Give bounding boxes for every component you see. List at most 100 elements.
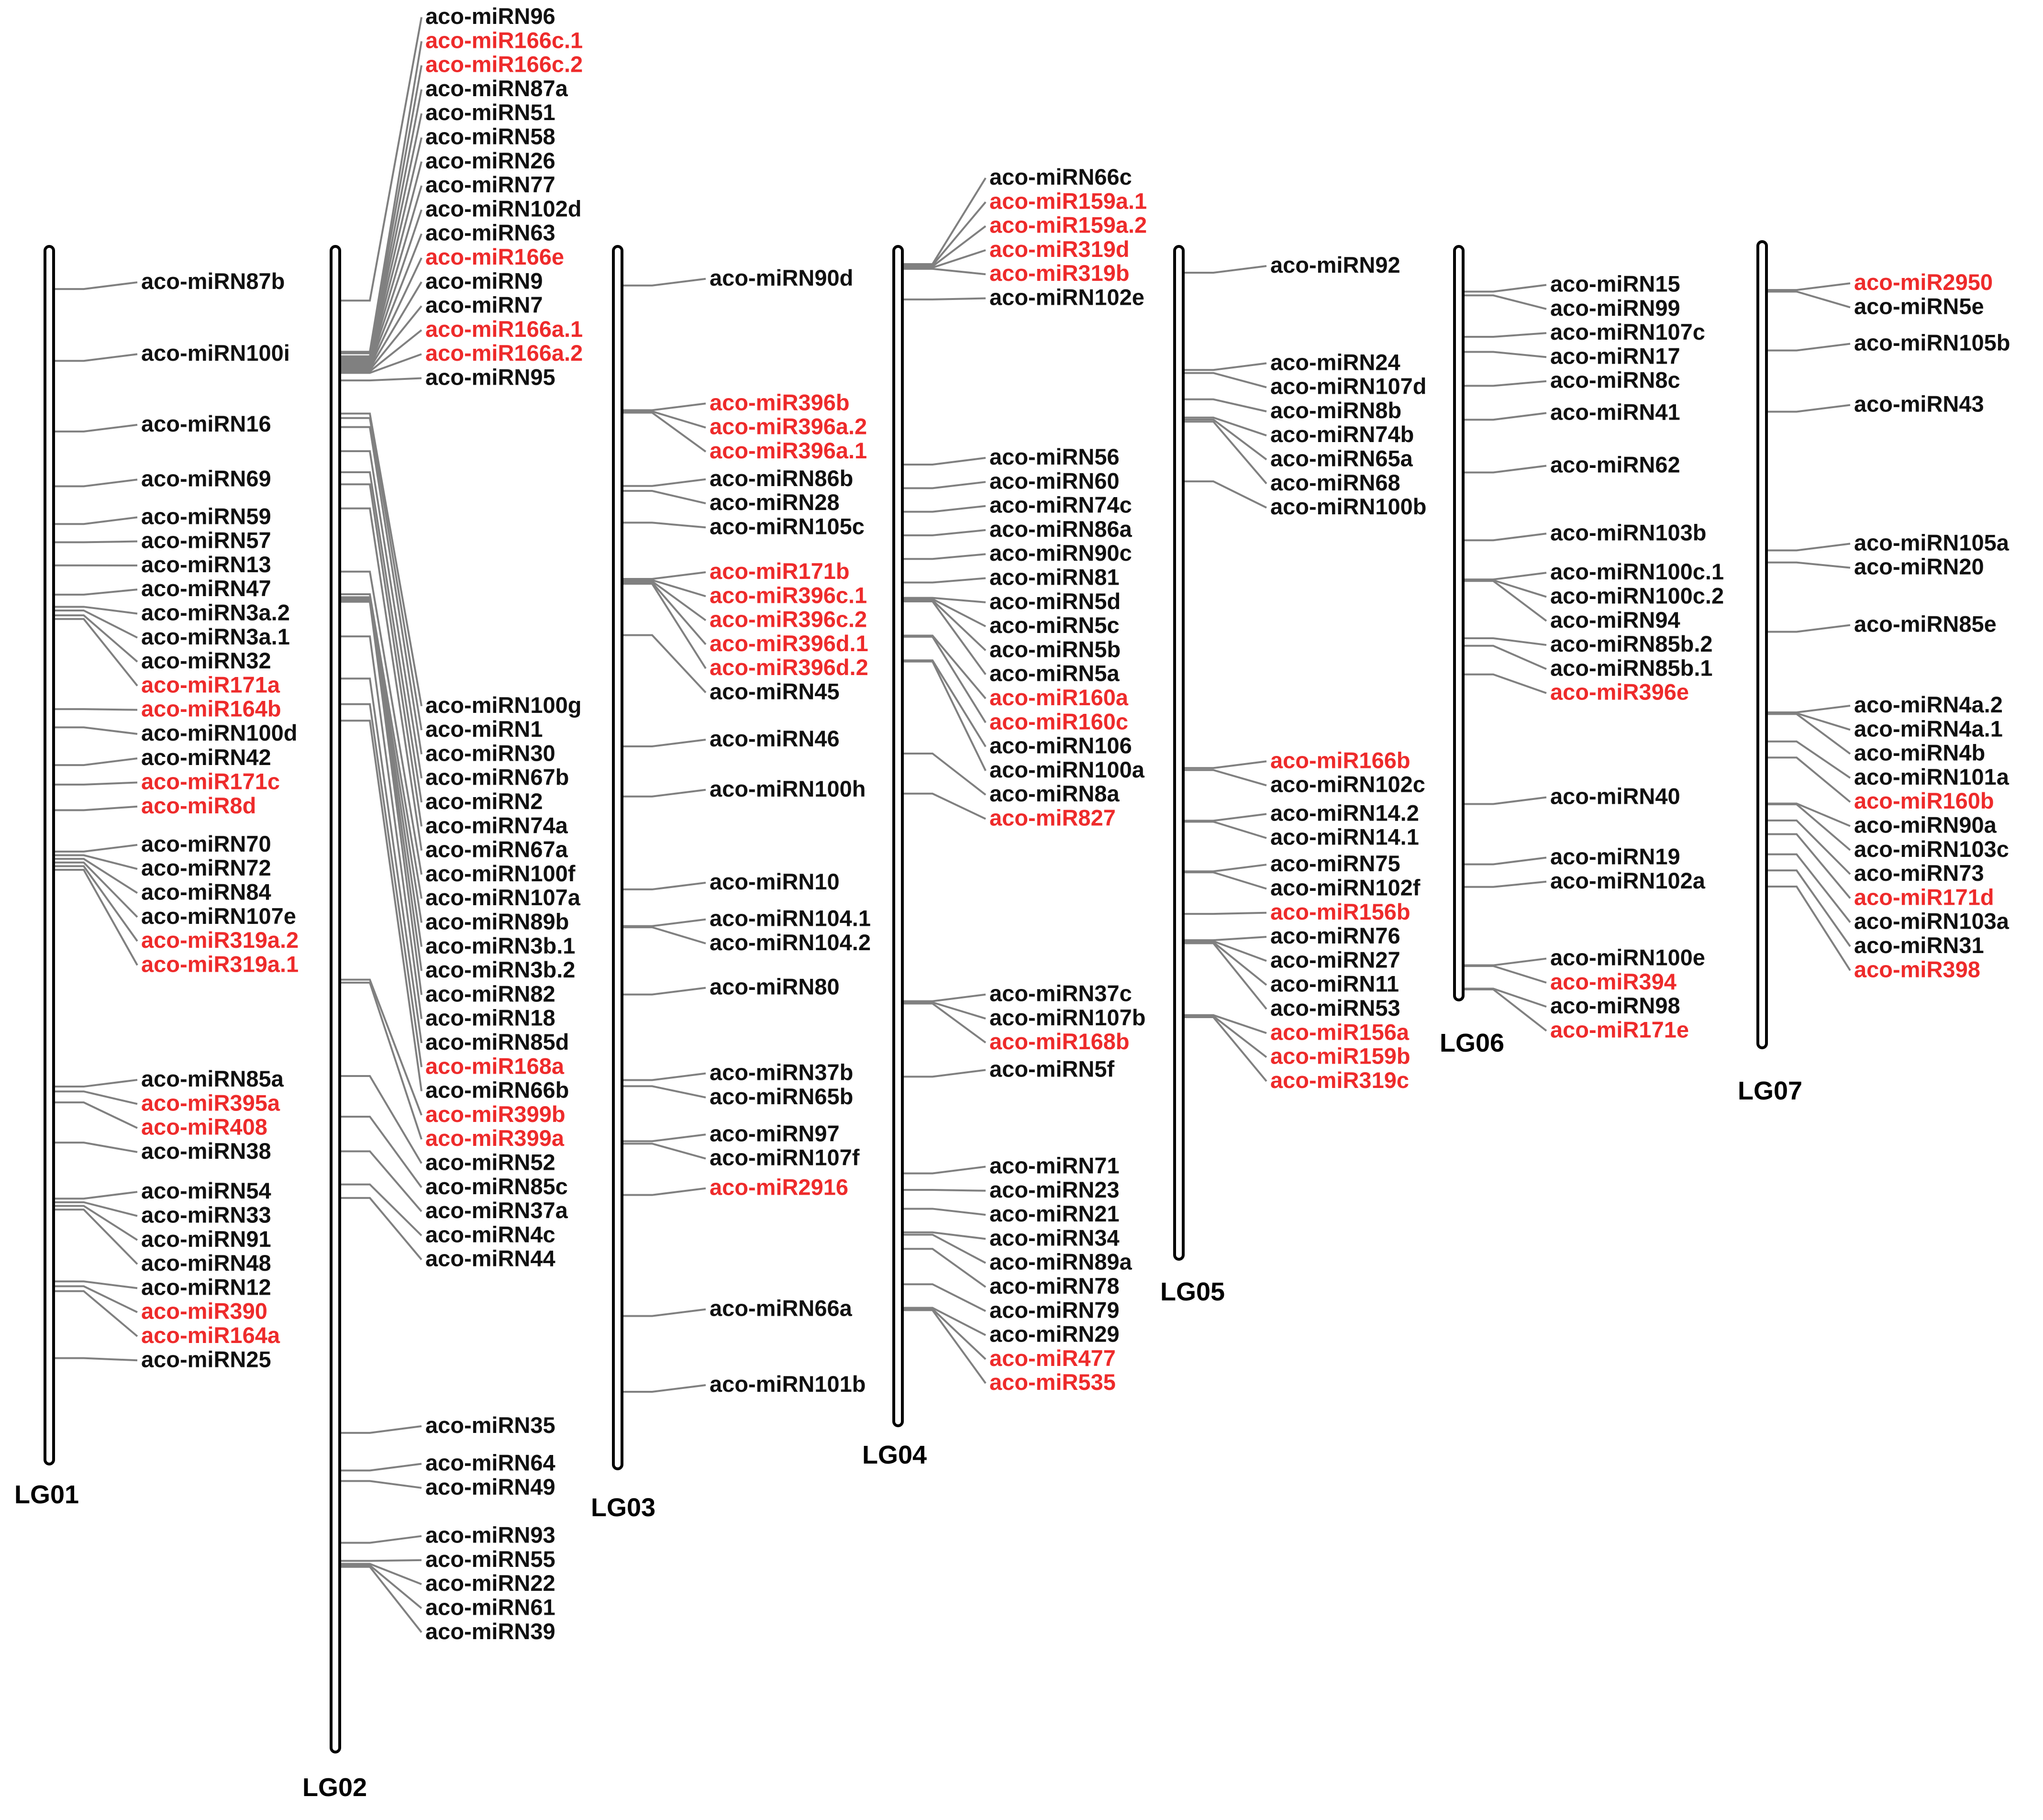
novel-mirna-label: aco-miRN21: [989, 1201, 1120, 1226]
marker-connector: [1465, 988, 1547, 1032]
known-mirna-label: aco-miR160b: [1854, 788, 1994, 813]
marker-connector: [341, 703, 422, 1067]
marker-connector: [1465, 332, 1547, 338]
marker-connector: [623, 277, 706, 287]
novel-mirna-label: aco-miRN100c.1: [1550, 559, 1724, 584]
known-mirna-label: aco-miR477: [989, 1345, 1116, 1371]
known-mirna-label: aco-miR319a.2: [141, 927, 299, 953]
marker-connector: [623, 1187, 706, 1196]
novel-mirna-label: aco-miRN54: [141, 1178, 271, 1203]
chromosome-label: LG07: [1738, 1076, 1802, 1105]
novel-mirna-label: aco-miRN101b: [710, 1371, 866, 1397]
novel-mirna-label: aco-miRN107d: [1270, 374, 1427, 399]
novel-mirna-label: aco-miRN75: [1270, 851, 1400, 876]
marker-connector: [341, 720, 422, 1091]
novel-mirna-label: aco-miRN57: [141, 528, 271, 553]
marker-connector: [1465, 673, 1547, 694]
marker-connector: [623, 918, 706, 927]
known-mirna-label: aco-miR156b: [1270, 899, 1410, 924]
novel-mirna-label: aco-miRN69: [141, 466, 271, 491]
known-mirna-label: aco-miR171a: [141, 672, 280, 697]
novel-mirna-label: aco-miRN14.1: [1270, 824, 1419, 850]
chromosome-label: LG02: [302, 1773, 367, 1802]
marker-connector: [1465, 880, 1547, 888]
novel-mirna-label: aco-miRN5a: [989, 661, 1120, 686]
novel-mirna-label: aco-miRN99: [1550, 295, 1680, 321]
marker-connector: [904, 635, 987, 723]
novel-mirna-label: aco-miRN107c: [1550, 319, 1705, 344]
novel-mirna-label: aco-miRN85d: [425, 1029, 569, 1054]
marker-connector: [1185, 419, 1267, 461]
novel-mirna-label: aco-miRN64: [425, 1450, 555, 1476]
marker-connector: [55, 1191, 138, 1200]
marker-connector: [623, 579, 706, 598]
marker-connector: [904, 634, 987, 699]
marker-connector: [341, 1115, 422, 1188]
novel-mirna-label: aco-miRN60: [989, 468, 1120, 493]
marker-connector: [1185, 940, 1267, 962]
novel-mirna-label: aco-miRN93: [425, 1522, 555, 1548]
chromosome-bar: [1173, 245, 1185, 1261]
novel-mirna-label: aco-miRN95: [425, 365, 555, 390]
novel-mirna-label: aco-miRN78: [989, 1273, 1120, 1298]
novel-mirna-label: aco-miRN15: [1550, 271, 1680, 297]
novel-mirna-label: aco-miRN100a: [989, 757, 1145, 782]
novel-mirna-label: aco-miRN52: [425, 1149, 555, 1175]
novel-mirna-label: aco-miRN85b.1: [1550, 655, 1713, 680]
novel-mirna-label: aco-miRN25: [141, 1346, 271, 1372]
novel-mirna-label: aco-miRN92: [1270, 252, 1400, 277]
marker-connector: [341, 1480, 422, 1489]
marker-connector: [341, 377, 422, 382]
marker-connector: [341, 599, 422, 971]
marker-connector: [1768, 282, 1851, 291]
known-mirna-label: aco-miR166c.2: [425, 52, 583, 77]
novel-mirna-label: aco-miRN9: [425, 268, 543, 293]
marker-connector: [904, 1069, 986, 1078]
novel-mirna-label: aco-miRN55: [425, 1546, 555, 1572]
marker-connector: [904, 597, 986, 603]
known-mirna-label: aco-miR8d: [141, 793, 256, 818]
novel-mirna-label: aco-miRN66c: [989, 164, 1132, 189]
novel-mirna-label: aco-miRN100e: [1550, 945, 1705, 970]
marker-connector: [904, 553, 986, 560]
novel-mirna-label: aco-miRN43: [1854, 391, 1984, 417]
marker-connector: [55, 865, 138, 942]
novel-mirna-label: aco-miRN67b: [425, 765, 569, 790]
novel-mirna-label: aco-miRN103a: [1854, 909, 2010, 934]
known-mirna-label: aco-miR535: [989, 1369, 1116, 1395]
novel-mirna-label: aco-miRN41: [1550, 399, 1680, 424]
novel-mirna-label: aco-miRN23: [989, 1177, 1120, 1202]
marker-connector: [623, 926, 706, 944]
marker-connector: [55, 1079, 138, 1088]
marker-connector: [55, 1209, 138, 1265]
marker-connector: [1185, 871, 1267, 890]
novel-mirna-label: aco-miRN102c: [1270, 772, 1425, 797]
novel-mirna-label: aco-miRN65a: [1270, 445, 1413, 471]
marker-connector: [341, 1564, 422, 1609]
chromosome-bar: [612, 245, 623, 1470]
marker-connector: [341, 981, 422, 1140]
novel-mirna-label: aco-miRN85c: [425, 1174, 568, 1199]
marker-connector: [623, 634, 707, 693]
marker-connector: [904, 1248, 987, 1288]
novel-mirna-label: aco-miRN70: [141, 831, 271, 856]
known-mirna-label: aco-miR159b: [1270, 1043, 1410, 1069]
novel-mirna-label: aco-miRN102e: [989, 285, 1144, 310]
marker-connector: [1185, 911, 1267, 915]
marker-connector: [341, 1563, 422, 1586]
marker-connector: [623, 478, 706, 487]
chromosome-bar: [44, 245, 55, 1465]
known-mirna-label: aco-miR160c: [989, 709, 1128, 734]
novel-mirna-label: aco-miRN100h: [710, 776, 866, 801]
known-mirna-label: aco-miR394: [1550, 969, 1677, 994]
marker-connector: [904, 599, 987, 651]
marker-connector: [904, 505, 986, 513]
known-mirna-label: aco-miR398: [1854, 956, 1980, 982]
marker-connector: [55, 1357, 138, 1362]
novel-mirna-label: aco-miRN90d: [710, 265, 853, 290]
marker-connector: [55, 1280, 138, 1289]
marker-connector: [1768, 853, 1851, 923]
marker-connector: [55, 588, 138, 596]
novel-mirna-label: aco-miRN87b: [141, 268, 285, 294]
novel-mirna-label: aco-miRN86a: [989, 516, 1133, 542]
